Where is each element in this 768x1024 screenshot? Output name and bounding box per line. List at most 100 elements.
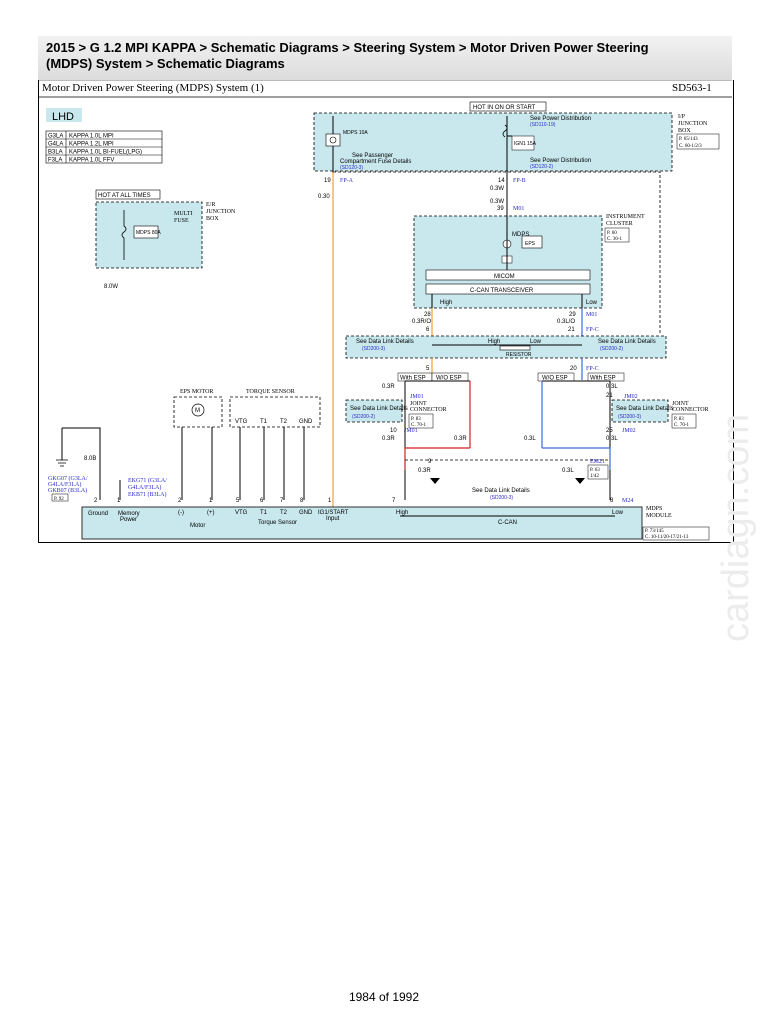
conn-m01: M01 xyxy=(513,206,524,212)
cluster-ref-2: C. 30-1 xyxy=(607,237,623,242)
hot-at-all-times-label: HOT AT ALL TIMES xyxy=(98,193,151,199)
data-link-see-3: See Data Link Details xyxy=(350,406,408,412)
resistor-label: RESISTOR xyxy=(506,352,532,358)
er-multi: MULTI xyxy=(174,211,192,217)
diagram-frame xyxy=(38,80,734,543)
with-esp-2: With ESP xyxy=(590,376,616,382)
joint-left-ref-1: P. 83 xyxy=(411,417,421,422)
lhd-label: LHD xyxy=(52,111,74,123)
pin-6: 6 xyxy=(426,327,430,333)
eps-indicator-label: EPS xyxy=(525,241,536,247)
variant-desc-1: KAPPA 1.0L MPI xyxy=(69,134,114,140)
wire-0-3l-3: 0.3L xyxy=(606,436,618,442)
jm02-label-b: JM02 xyxy=(622,428,636,434)
data-link-see-5: See Data Link Details xyxy=(472,488,530,494)
variant-code-2: G4LA xyxy=(48,142,63,148)
ground-code-1: GKG07 (G3LA/ xyxy=(48,475,88,482)
watermark: cardiagn.com xyxy=(715,414,757,642)
transceiver-label: C-CAN TRANSCEIVER xyxy=(470,288,534,294)
data-link-high: High xyxy=(488,339,500,345)
motor-icon xyxy=(191,403,205,417)
joint-right-2: CONNECTOR xyxy=(672,407,709,413)
conn-m01-b: M01 xyxy=(586,312,597,318)
er-label-3: BOX xyxy=(206,216,219,222)
joint-right-ref-2: C. 70-1 xyxy=(674,423,690,428)
joint-left-2: CONNECTOR xyxy=(410,407,447,413)
cluster-ref-1: P. 60 xyxy=(607,231,617,236)
ip-ref-2: C. 60-1/2/3 xyxy=(679,144,702,149)
variant-code-4: F3LA xyxy=(48,158,62,164)
module-gnd: GND xyxy=(299,510,313,516)
wire-0-3r-1: 0.3R xyxy=(382,384,395,390)
wo-esp-2: W/O ESP xyxy=(542,376,568,382)
pin-1: 1 xyxy=(117,498,121,504)
cluster-label-1: INSTRUMENT xyxy=(606,214,645,220)
diagram-title: Motor Driven Power Steering (MDPS) Syste… xyxy=(42,82,264,94)
data-link-see-1: See Data Link Details xyxy=(356,339,414,345)
variant-desc-3: KAPPA 1.0L BI-FUEL(LPG) xyxy=(69,150,142,156)
module-t1: T1 xyxy=(260,510,268,516)
pin-14: 14 xyxy=(498,178,505,184)
conn-fp-a: FP-A xyxy=(340,178,354,184)
joint-left-1: JOINT xyxy=(410,401,427,407)
torque-pin-vtg: VTG xyxy=(235,419,248,425)
jm01-label-b: JM01 xyxy=(404,428,418,434)
micom-box xyxy=(425,269,591,281)
torque-pin-t1: T1 xyxy=(260,419,268,425)
torque-sensor-box xyxy=(229,396,321,428)
em21-code: EM21 xyxy=(590,459,605,465)
er-label-1: E/R xyxy=(206,202,215,208)
wire-0-3l-4: 0.3L xyxy=(562,468,574,474)
fuse1-ref: (SD110-19) xyxy=(530,122,556,128)
pin-8-ts: 8 xyxy=(300,498,304,504)
wire-0-3l-1: 0.3L xyxy=(606,384,618,390)
module-ign-2: Input xyxy=(326,516,340,522)
fuse3-ref: (SD120-2) xyxy=(530,164,553,170)
ip-junction-box xyxy=(313,112,673,172)
data-link-see-2: See Data Link Details xyxy=(598,339,656,345)
wire-0-3r-o: 0.3R/O xyxy=(412,319,431,325)
module-ign-1: IG1/START xyxy=(318,510,349,516)
variant-code-3: B3LA xyxy=(48,150,63,156)
wire-8-0w: 8.0W xyxy=(104,284,118,290)
joint-right-ref-1: P. 83 xyxy=(674,417,684,422)
pin-10: 10 xyxy=(390,428,397,434)
wire-0-3r-3: 0.3R xyxy=(454,436,467,442)
er-fuse: FUSE xyxy=(174,218,189,224)
em21-ref-2: 1/42 xyxy=(590,474,599,479)
data-link-ref-3: (SD200-2) xyxy=(352,414,375,420)
breadcrumb-title: 2015 > G 1.2 MPI KAPPA > Schematic Diagr… xyxy=(46,40,649,72)
lhd-badge xyxy=(46,108,82,122)
module-motor: Motor xyxy=(190,523,205,529)
resistor-icon xyxy=(499,345,531,351)
pin-6-ts: 6 xyxy=(260,498,264,504)
ekg-code-1: EKG71 (G3LA/ xyxy=(128,477,167,484)
jm02-label: JM02 xyxy=(624,394,638,400)
pin-7-ts: 7 xyxy=(280,498,284,504)
er-fuse-label: MDPS 80A xyxy=(136,230,161,236)
module-memory-2: Power xyxy=(120,517,137,523)
joint-right-1: JOINT xyxy=(672,401,689,407)
page-number: 1984 of 1992 xyxy=(348,990,420,1004)
wo-esp-1: W/O ESP xyxy=(436,376,462,382)
data-link-see-4: See Data Link Details xyxy=(616,406,674,412)
micom-label: MICOM xyxy=(494,274,515,280)
cluster-mdps: MDPS xyxy=(512,232,529,238)
fuse-b-box xyxy=(511,135,535,151)
ekg-code-3: EKB71 (B3LA) xyxy=(128,491,167,498)
fuse-b-label: IGN1 15A xyxy=(514,141,537,147)
watermark-text: cardiagn.com xyxy=(715,414,757,642)
em21-ref-1: P. 63 xyxy=(590,468,600,473)
conn-fp-c-2: FP-C xyxy=(586,366,599,372)
conn-fp-c: FP-C xyxy=(586,327,599,333)
ip-label-3: BOX xyxy=(678,128,691,134)
variant-code-1: G3LA xyxy=(48,134,63,140)
variant-desc-2: KAPPA 1.2L MPI xyxy=(69,142,114,148)
ground-code-2: G4LA/F3LA) xyxy=(48,481,81,488)
pin-20: 20 xyxy=(570,366,577,372)
module-label-1: MDPS xyxy=(646,506,662,512)
wire-0-3w-1: 0.3W xyxy=(490,186,504,192)
module-m24: M24 xyxy=(622,498,633,504)
module-plus: (+) xyxy=(207,510,215,516)
